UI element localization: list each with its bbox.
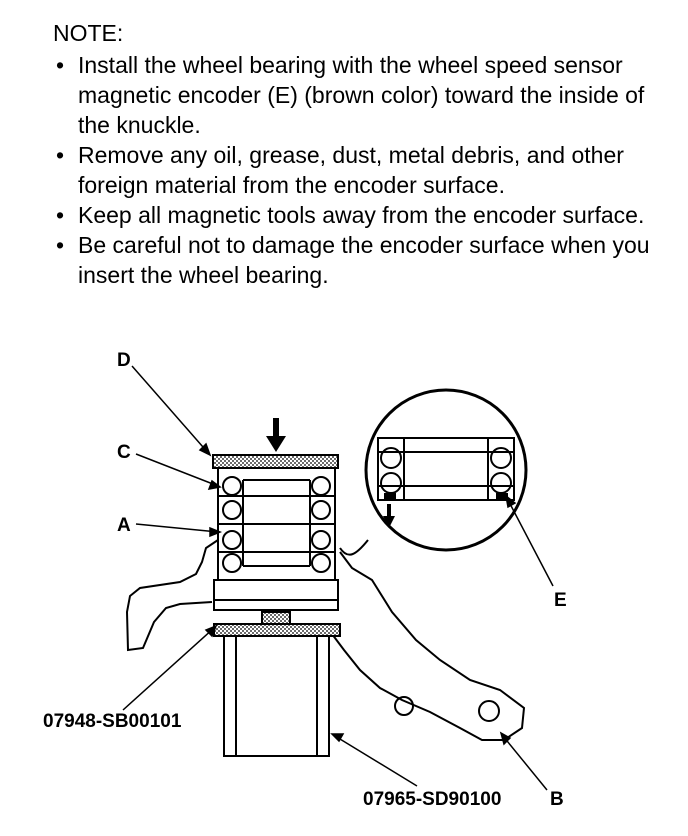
note-item: • Keep all magnetic tools away from the e…: [50, 200, 670, 230]
note-item: • Install the wheel bearing with the whee…: [50, 50, 670, 140]
note-item-text: Be careful not to damage the encoder sur…: [78, 232, 650, 288]
note-item-text: Install the wheel bearing with the wheel…: [78, 52, 645, 138]
leader-lines: [122, 365, 554, 791]
note-heading: NOTE:: [53, 20, 124, 46]
bullet-icon: •: [56, 142, 65, 168]
tool-label-right: 07965-SD90100: [363, 789, 501, 810]
note-item-text: Keep all magnetic tools away from the en…: [78, 202, 645, 228]
label-d: D: [117, 350, 131, 371]
press-plate: [212, 454, 339, 469]
support-base: [213, 623, 341, 637]
wheel-bearing: [217, 467, 336, 581]
driver-cylinder: [223, 635, 330, 757]
note-list: • Install the wheel bearing with the whee…: [50, 50, 670, 290]
bullet-icon: •: [56, 232, 65, 258]
bullet-icon: •: [56, 52, 65, 78]
label-b: B: [550, 789, 564, 810]
note-item: • Remove any oil, grease, dust, metal deb…: [50, 140, 670, 200]
encoder-detail-view: [339, 388, 528, 556]
label-a: A: [117, 515, 131, 536]
note-item: • Be careful not to damage the encoder su…: [50, 230, 670, 290]
note-item-text: Remove any oil, grease, dust, metal debr…: [78, 142, 624, 198]
label-e: E: [554, 590, 567, 611]
support-ring: [213, 579, 339, 627]
bullet-icon: •: [56, 202, 65, 228]
tool-label-left: 07948-SB00101: [43, 711, 182, 732]
knuckle: [125, 539, 526, 741]
bearing-installation-diagram: D C A E 07948-SB00101 07965-SD90100 B: [43, 350, 567, 810]
label-c: C: [117, 442, 131, 463]
detail-arrow-icon: [383, 504, 395, 528]
note-block: NOTE: • Install the wheel bearing with th…: [50, 18, 670, 290]
press-arrow-icon: [266, 418, 286, 452]
